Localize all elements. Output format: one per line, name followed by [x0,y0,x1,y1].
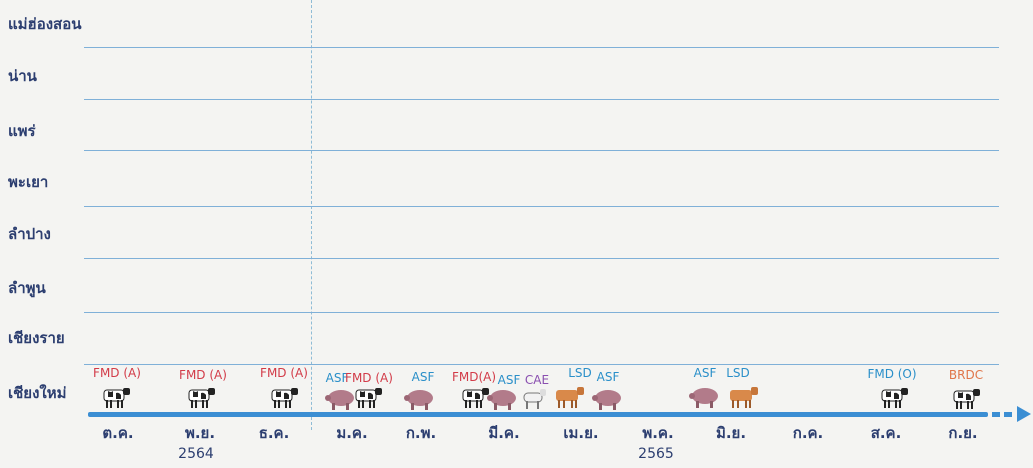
row-divider [84,364,999,365]
month-label: มิ.ย. [715,424,747,442]
month-label: ก.ย. [948,424,978,442]
disease-label: FMD (A) [345,371,393,385]
disease-label: BRDC [948,368,984,382]
dairy-cow-icon [188,388,215,408]
dairy-cow-icon [953,389,980,409]
disease-label: FMD (A) [260,366,308,380]
month-label: มี.ค. [488,424,520,442]
pig-icon [487,390,516,410]
beef-cow-icon [556,387,584,408]
disease-label: CAE [524,373,550,387]
disease-label: FMD (A) [179,368,227,382]
pig-icon [592,390,621,410]
month-label: ม.ค. [336,424,368,442]
timeline-arrow-icon [1017,406,1031,422]
month-label: เม.ย. [563,424,599,442]
beef-cow-icon [730,387,758,408]
month-label: ส.ค. [870,424,902,442]
dairy-cow-icon [462,388,489,408]
timeline-continuation-dash [992,412,1000,417]
dairy-cow-icon [271,388,298,408]
month-label: ต.ค. [102,424,134,442]
disease-label: ASF [497,373,521,387]
disease-label: ASF [325,371,349,385]
disease-label: FMD (O) [867,367,917,381]
dairy-cow-icon [355,388,382,408]
disease-label: FMD(A) [451,370,497,384]
timeline-continuation-dash [1004,412,1012,417]
row-divider [84,312,999,313]
province-label-nan: น่าน [8,67,37,85]
province-label-mae-hong-son: แม่ฮ่องสอน [8,15,82,33]
year-label-2565: 2565 [638,446,674,462]
timeline-axis [88,412,988,417]
disease-label: LSD [568,366,592,380]
province-label-lamphun: ลำพูน [8,279,46,297]
year-label-2564: 2564 [178,446,214,462]
fiscal-year-divider [311,0,312,430]
month-label: ก.ค. [792,424,824,442]
province-label-chiang-mai: เชียงใหม่ [8,384,67,402]
disease-label: ASF [596,370,620,384]
pig-icon [689,388,718,408]
goat-icon [523,389,546,409]
disease-label: LSD [726,366,750,380]
pig-icon [404,390,433,410]
row-divider [84,206,999,207]
province-label-phayao: พะเยา [8,173,49,191]
disease-label: ASF [411,370,435,384]
disease-label: ASF [693,366,717,380]
month-label: พ.ย. [184,424,216,442]
row-divider [84,99,999,100]
dairy-cow-icon [881,388,908,408]
province-label-phrae: แพร่ [8,122,36,140]
province-label-lampang: ลำปาง [8,225,51,243]
dairy-cow-icon [103,388,130,408]
month-label: ธ.ค. [258,424,290,442]
month-label: พ.ค. [642,424,674,442]
month-label: ก.พ. [405,424,437,442]
row-divider [84,258,999,259]
province-label-chiang-rai: เชียงราย [8,329,65,347]
row-divider [84,150,999,151]
disease-label: FMD (A) [93,366,141,380]
row-divider [84,47,999,48]
pig-icon [325,390,354,410]
